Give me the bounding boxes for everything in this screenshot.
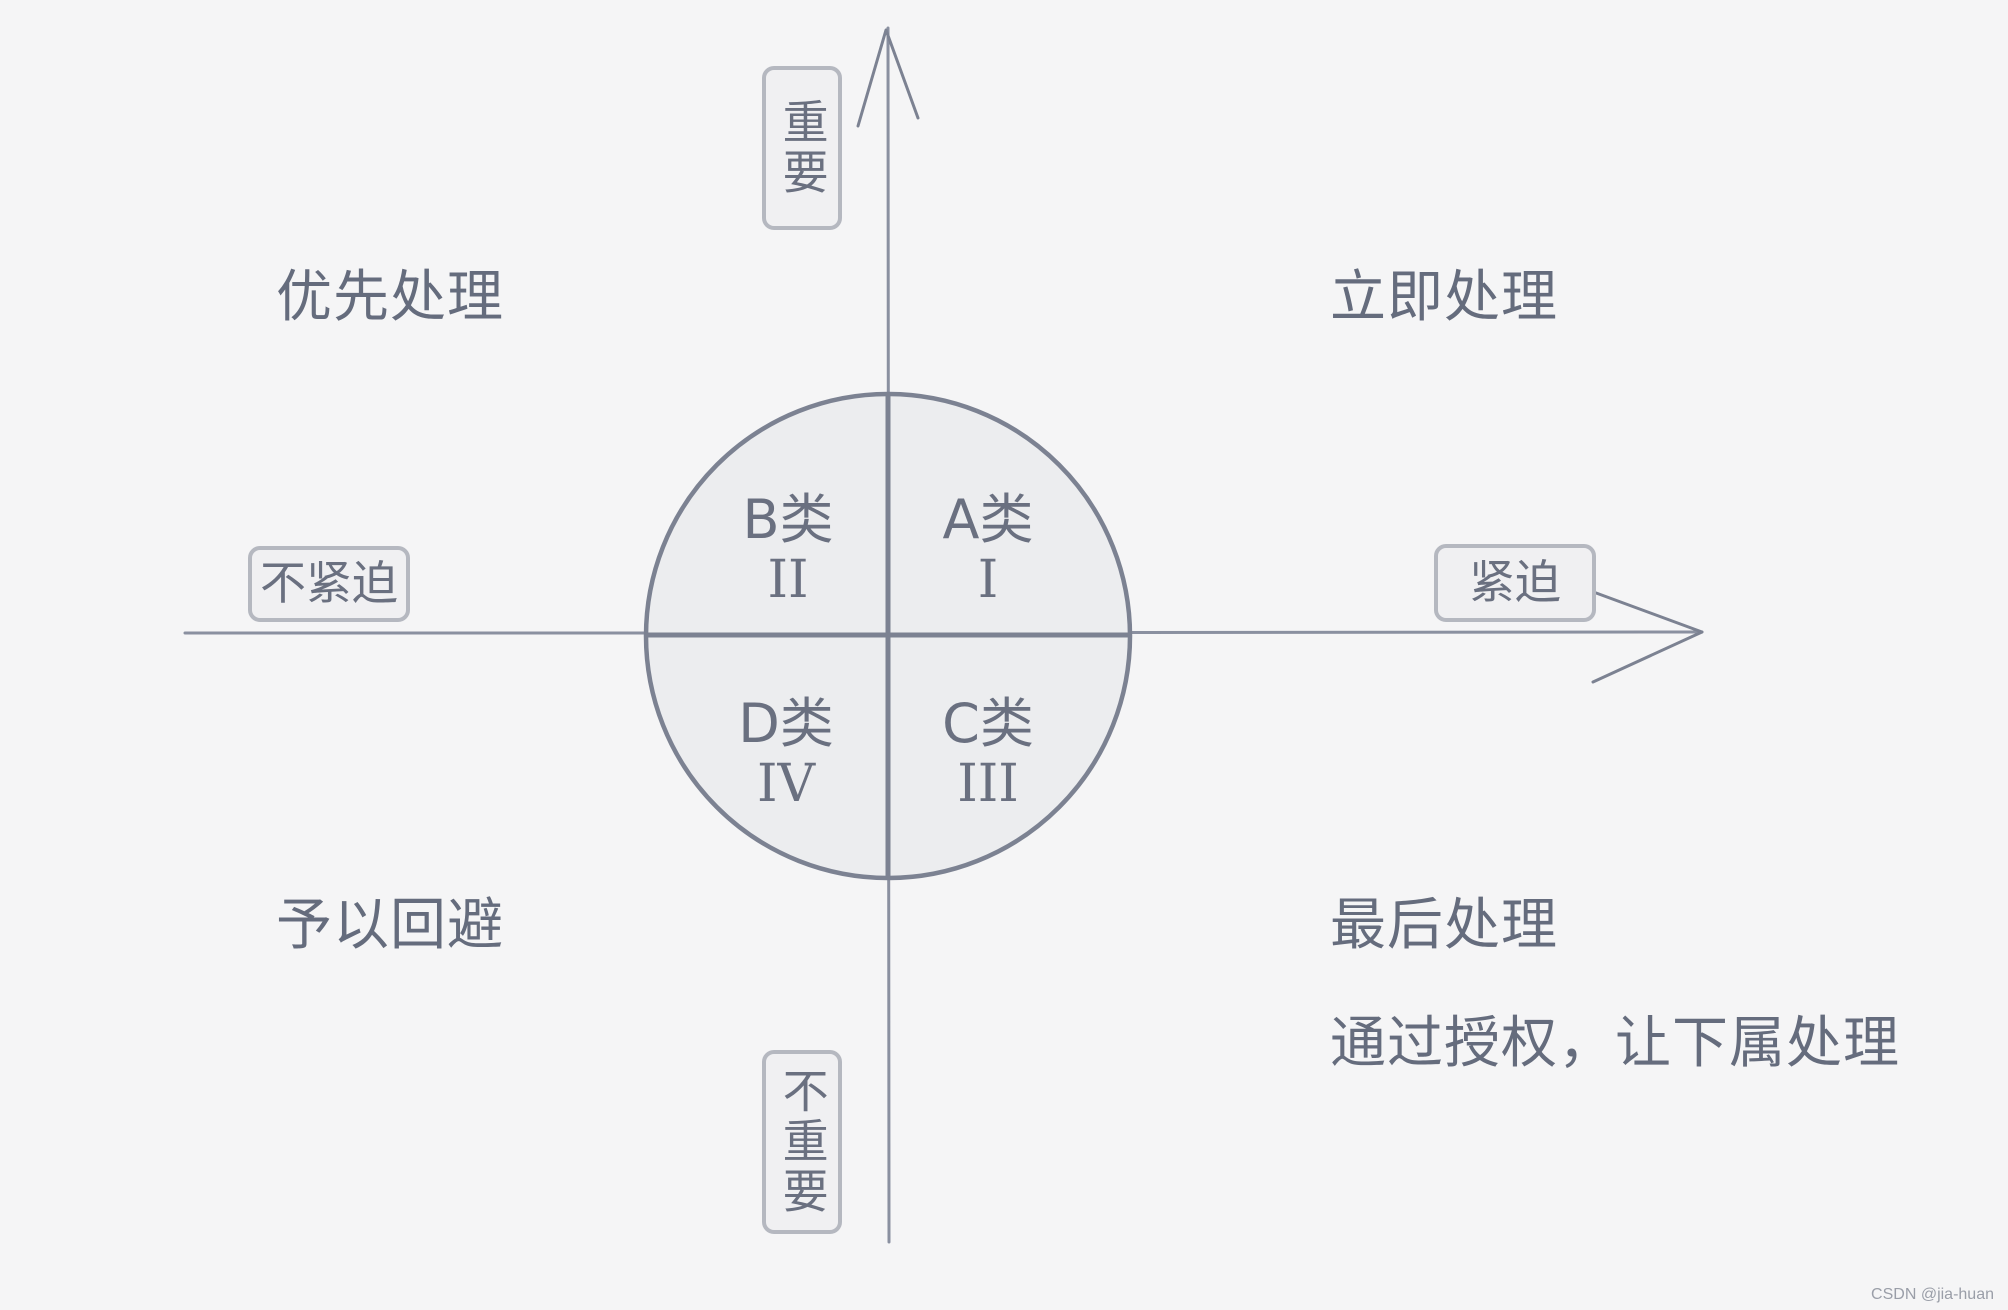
class-c-name: C类 xyxy=(942,692,1034,755)
class-a-numeral: I xyxy=(977,550,999,611)
quadrant-bottom-right-sublabel: 通过授权，让下属处理 xyxy=(1330,1011,1900,1076)
urgent-label: 紧迫 xyxy=(1434,544,1596,622)
class-b-numeral: II xyxy=(767,550,809,611)
vertical-arrow-head xyxy=(856,28,920,128)
not-urgent-label: 不紧迫 xyxy=(248,546,410,622)
urgent-label-text: 紧迫 xyxy=(1469,555,1561,610)
not-urgent-label-text: 不紧迫 xyxy=(260,556,398,611)
class-d-numeral: IV xyxy=(756,754,816,815)
quadrant-top-left-label: 优先处理 xyxy=(276,265,504,330)
class-c-label: C类 III xyxy=(918,692,1058,816)
class-a-label: A类 I xyxy=(918,488,1058,612)
not-important-label: 不重要 xyxy=(762,1050,842,1234)
important-label-text: 重要 xyxy=(775,98,830,198)
class-d-name: D类 xyxy=(738,692,834,755)
not-important-label-text: 不重要 xyxy=(775,1067,830,1217)
important-label: 重要 xyxy=(762,66,842,230)
class-d-label: D类 IV xyxy=(716,692,856,816)
horizontal-arrow-head xyxy=(1586,588,1704,684)
class-b-label: B类 II xyxy=(718,488,858,612)
class-a-name: A类 xyxy=(942,488,1034,551)
watermark: CSDN @jia-huan xyxy=(1871,1286,1994,1303)
class-b-name: B类 xyxy=(742,488,834,551)
quadrant-bottom-left-label: 予以回避 xyxy=(276,893,504,958)
quadrant-bottom-right-label: 最后处理 xyxy=(1330,893,1558,958)
quadrant-top-right-label: 立即处理 xyxy=(1330,265,1558,330)
class-c-numeral: III xyxy=(957,754,1019,815)
